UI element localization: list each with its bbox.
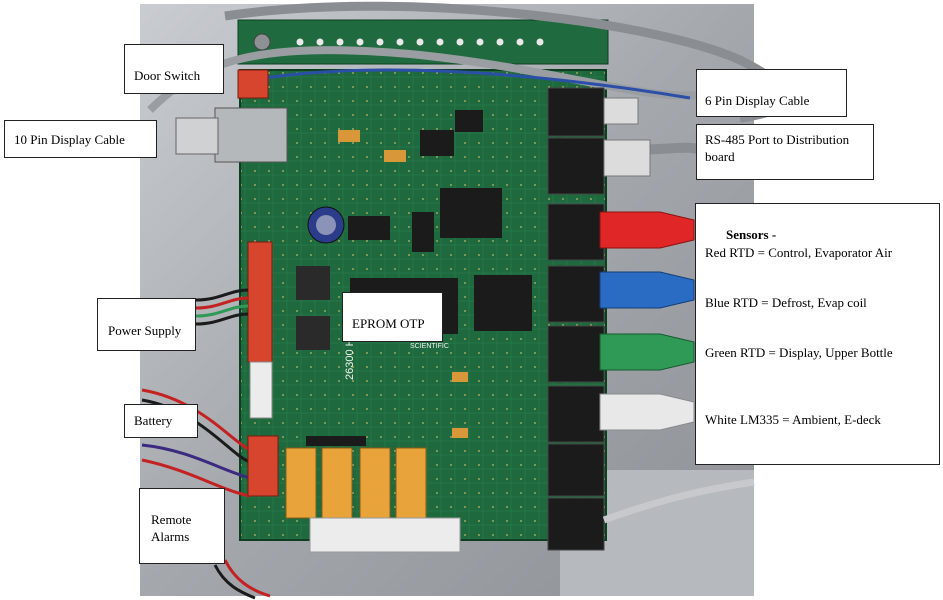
small-chip	[348, 216, 390, 240]
interface-chip	[474, 275, 532, 331]
power-supply-wires	[195, 288, 249, 326]
battery-label: Battery	[124, 404, 198, 438]
capacitor-tan	[452, 372, 468, 382]
rs485-port-label: RS-485 Port to Distribution board	[696, 124, 874, 180]
ten-pin-display-cable-label: 10 Pin Display Cable	[4, 120, 157, 158]
ten-pin-connector	[214, 107, 288, 163]
small-chip	[420, 130, 454, 156]
regulator	[296, 266, 330, 300]
sensor-green-entry: Green RTD = Display, Upper Bottle	[705, 345, 893, 360]
small-chip	[455, 110, 483, 132]
relay	[359, 447, 391, 519]
red-sensor-cable	[599, 211, 695, 249]
electrolytic-capacitor-top	[316, 215, 336, 235]
display-pin-row	[296, 38, 544, 46]
eprom-label: EPROM OTP	[342, 292, 443, 342]
door-switch-label: Door Switch	[124, 44, 224, 94]
relay	[321, 447, 353, 519]
mounting-screw	[253, 33, 271, 51]
battery-text: Battery	[134, 413, 173, 428]
capacitor-tan	[384, 150, 406, 162]
ten-pin-text: 10 Pin Display Cable	[14, 132, 125, 147]
six-pin-display-cable-label: 6 Pin Display Cable	[696, 69, 847, 117]
white-sensor-cable	[599, 393, 695, 431]
ten-pin-plug	[175, 117, 219, 155]
relay	[395, 447, 427, 519]
six-pin-plug	[603, 97, 639, 125]
six-pin-text: 6 Pin Display Cable	[705, 93, 810, 108]
terminal-block	[309, 517, 461, 553]
sensors-title: Sensors -	[726, 227, 777, 242]
green-sensor-cable	[599, 333, 695, 371]
board-maker-marking: SCIENTIFIC	[410, 343, 449, 350]
sensor-white-entry: White LM335 = Ambient, E-deck	[705, 412, 881, 427]
sensor-red-entry: Red RTD = Control, Evaporator Air	[705, 245, 893, 260]
alarm-wires	[213, 559, 271, 600]
processor-chip	[440, 188, 502, 238]
bottom-gray-cable	[602, 478, 755, 524]
battery-connector	[247, 435, 279, 497]
remote-alarms-text: Remote Alarms	[151, 512, 192, 544]
blue-sensor-cable	[599, 271, 695, 309]
rs485-plug	[603, 139, 651, 177]
relay	[285, 447, 317, 519]
small-chip	[412, 212, 434, 252]
blue-wire	[239, 68, 691, 100]
diode	[306, 436, 366, 446]
power-connector-strip	[247, 241, 273, 363]
white-connector-strip	[249, 361, 273, 419]
rs485-text: RS-485 Port to Distribution board	[705, 132, 850, 164]
sensors-legend: Sensors - Red RTD = Control, Evaporator …	[695, 203, 940, 465]
capacitor-tan	[338, 130, 360, 142]
sensor-blue-entry: Blue RTD = Defrost, Evap coil	[705, 295, 867, 310]
eprom-text: EPROM OTP	[352, 316, 425, 331]
remote-alarms-label: Remote Alarms	[139, 488, 225, 564]
door-switch-connector	[237, 69, 269, 99]
rj-jack-column	[547, 87, 605, 551]
power-supply-label: Power Supply	[97, 298, 196, 351]
power-supply-text: Power Supply	[108, 323, 182, 338]
door-switch-text: Door Switch	[134, 68, 201, 83]
regulator	[296, 316, 330, 350]
capacitor-tan	[452, 428, 468, 438]
